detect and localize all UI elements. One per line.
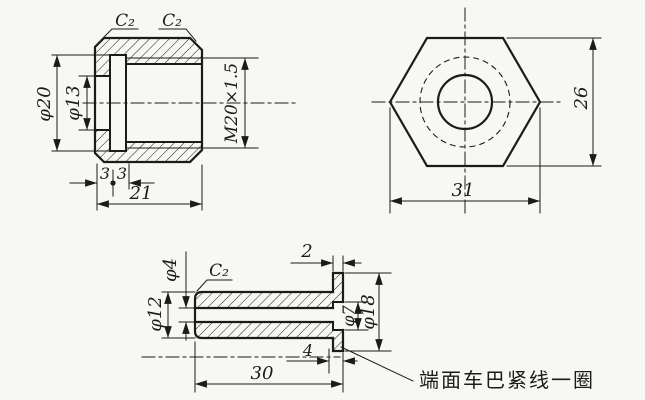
dim-flange-width: 2 (290, 241, 362, 272)
dim-length-30: 30 (194, 341, 344, 393)
dim-phi12-label: φ12 (145, 296, 166, 332)
hatch-flange-top (333, 273, 343, 302)
extension-line (51, 54, 111, 152)
dim-groove-label: 3 (117, 164, 127, 183)
extension-line (506, 37, 602, 167)
dim-length-label: 21 (129, 183, 153, 204)
nut-outline (93, 36, 204, 164)
dim-phi12: φ12 (145, 291, 196, 339)
dim-phi13-label: φ13 (63, 85, 84, 121)
note-callout: 端面车巴紧线一圈 (340, 346, 595, 392)
nut-section-view: φ20 φ13 M20×1.5 3 3 21 (34, 11, 296, 211)
hatch-flange-bottom (333, 330, 343, 351)
leader-line (340, 346, 414, 382)
dim-phi18: φ18 (344, 272, 392, 352)
hatch-tube-bottom (195, 322, 333, 338)
dim-thread-label: M20×1.5 (222, 63, 242, 144)
groove-walls (109, 54, 127, 152)
extension-line (332, 255, 344, 272)
tube-outline (193, 290, 335, 340)
extension-line (161, 291, 196, 339)
dim-phi20-label: φ20 (34, 86, 55, 122)
chamfer-label: C₂ (209, 261, 229, 281)
dim-phi4: φ4 (160, 251, 196, 341)
chamfer-left-label: C₂ (115, 11, 135, 31)
counterbore-lines (332, 301, 344, 331)
dim-phi7-label: φ7 (339, 304, 358, 326)
dim-4-label: 4 (302, 341, 313, 360)
extension-line (389, 107, 541, 214)
chamfer-callout: C₂ (196, 261, 233, 292)
dim-across-flats: 26 (506, 37, 602, 167)
hatch-tube-top (195, 292, 333, 308)
tube-bore (193, 306, 335, 324)
chamfer-callouts: C₂ C₂ (100, 11, 197, 42)
chamfer-right-label: C₂ (162, 11, 182, 31)
dim-wall-label: 3 (100, 164, 110, 183)
dim-counterbore-depth: 4 (286, 341, 358, 374)
extension-line (344, 272, 392, 352)
flange-outline (331, 271, 345, 353)
bore-circle (436, 73, 494, 131)
dim-phi13: φ13 (63, 75, 96, 131)
dim-31-label: 31 (452, 180, 475, 201)
nut-end-view: 26 31 (371, 7, 602, 215)
hatch-top (95, 38, 202, 76)
thread-minor-lines (125, 63, 203, 143)
note-text: 端面车巴紧线一圈 (419, 368, 595, 392)
leader-line (100, 28, 139, 41)
dim-26-label: 26 (571, 87, 592, 111)
bushing-section-view: φ12 φ4 C₂ 2 φ18 (141, 241, 595, 393)
dim-phi18-label: φ18 (358, 294, 379, 330)
dim-2-label: 2 (300, 241, 312, 262)
dim-across-width: 31 (389, 107, 541, 214)
hatch-bottom (95, 130, 202, 162)
leader-line (196, 279, 233, 292)
dim-wall-groove: 3 3 (69, 163, 155, 211)
dim-30-label: 30 (251, 363, 274, 384)
dim-phi4-label: φ4 (160, 258, 181, 282)
dim-length-21: 21 (96, 164, 203, 211)
thread-major-extension-lines (125, 57, 259, 149)
hexagon-outline (388, 36, 542, 168)
dim-phi7: φ7 (339, 301, 369, 331)
dim-thread: M20×1.5 (222, 57, 249, 149)
extension-line (178, 307, 196, 323)
dim-phi20: φ20 (34, 54, 111, 152)
leader-line (158, 28, 197, 42)
thread-circle (419, 56, 511, 148)
bore-edges (94, 75, 111, 131)
